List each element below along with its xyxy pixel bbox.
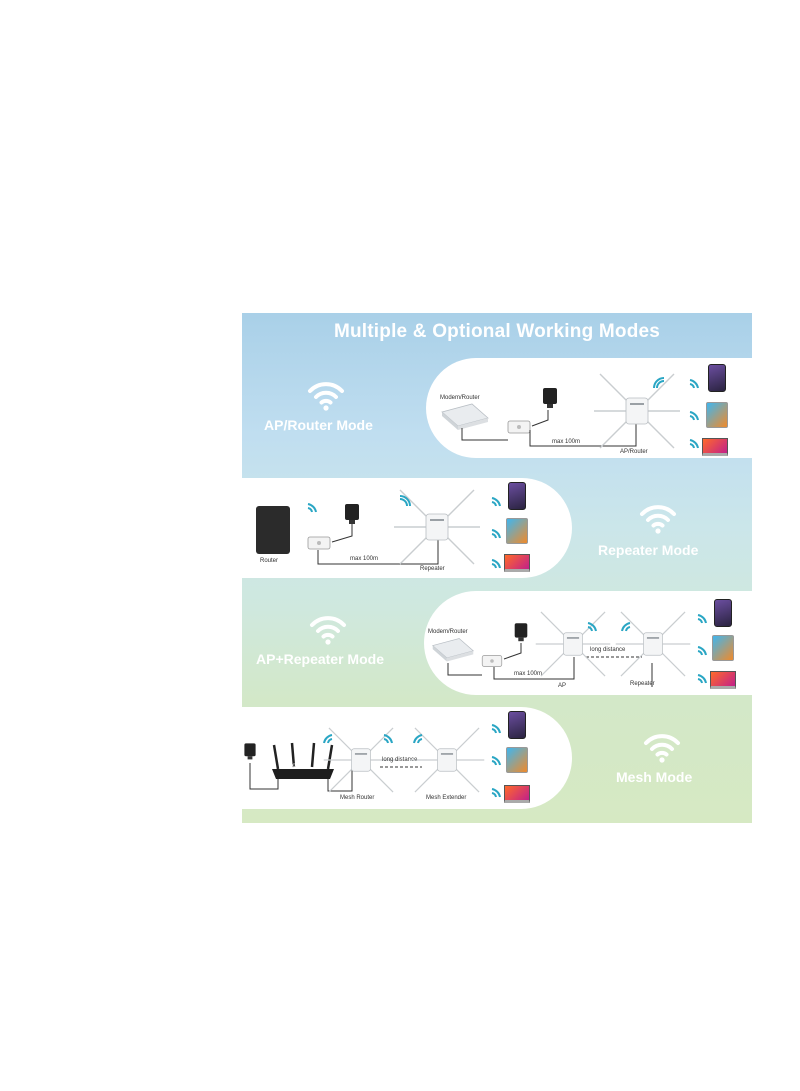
wifi-icon (308, 382, 344, 411)
long-distance-label: long distance (590, 647, 626, 653)
band-mesh: Router Mesh Router long distance (242, 707, 752, 811)
wifi-icon (640, 505, 676, 534)
mode-label-mesh: Mesh Mode (616, 769, 693, 785)
power-adapter-icon (244, 743, 256, 760)
panel-title: Multiple & Optional Working Modes (333, 321, 661, 342)
phone-icon (508, 711, 526, 739)
wifi-icon (644, 734, 680, 763)
mesh-extender-icon (409, 727, 485, 793)
signal-icon (653, 377, 665, 389)
laptop-icon (504, 785, 530, 803)
working-modes-panel: Multiple & Optional Working Modes AP/Rou… (242, 313, 752, 823)
distance-label: max 100m (350, 556, 379, 562)
laptop-icon (504, 554, 530, 572)
mesh-extender-label: Mesh Extender (426, 795, 467, 801)
router-label: Router (288, 763, 307, 769)
band-ap-router: AP/Router Mode Modem/Router (242, 353, 752, 473)
long-distance-label: long distance (382, 757, 418, 763)
repeater-label: Repeater (630, 681, 655, 687)
wifi-icon (310, 616, 346, 645)
band-ap-repeater: AP+Repeater Mode Modem/Router max 10 (242, 591, 752, 697)
ap-router-label: AP/Router (620, 449, 648, 455)
modem-label: Modem/Router (440, 395, 480, 401)
phone-icon (714, 599, 732, 627)
cable-lines (461, 410, 637, 447)
access-point-icon (594, 373, 680, 449)
tablet-icon (712, 635, 734, 661)
power-adapter-icon (514, 623, 528, 642)
repeater-label: Repeater (420, 566, 445, 572)
mode-label-ap-repeater: AP+Repeater Mode (256, 651, 384, 667)
signal-icon (697, 674, 707, 684)
phone-icon (708, 364, 726, 392)
signal-icon (491, 559, 501, 569)
laptop-icon (710, 671, 736, 689)
router-device-icon (272, 742, 334, 779)
poe-injector-icon (507, 420, 531, 434)
diagram-card-ap-repeater: Modem/Router max 100m (424, 591, 752, 695)
signal-icon (323, 734, 333, 744)
signal-icon (491, 529, 501, 539)
distance-label: max 100m (552, 439, 581, 445)
poe-injector-icon (307, 536, 331, 550)
diagram-card-repeater: Router max 100m Repe (242, 478, 572, 578)
signal-icon (689, 411, 699, 421)
mesh-router-icon (323, 727, 399, 793)
tablet-icon (706, 402, 728, 428)
signal-icon (399, 495, 411, 507)
power-adapter-icon (345, 504, 359, 524)
signal-icon (491, 724, 501, 734)
modem-icon (441, 403, 489, 430)
modem-icon (431, 638, 475, 662)
laptop-icon (702, 438, 728, 456)
diagram-card-ap-router: Modem/Router max 100m (426, 358, 752, 458)
signal-icon (689, 379, 699, 389)
cable-lines (249, 763, 422, 792)
distance-label: max 100m (514, 671, 543, 677)
signal-icon (491, 788, 501, 798)
tablet-icon (506, 747, 528, 773)
modem-label: Modem/Router (428, 629, 468, 635)
router-label: Router (260, 558, 279, 564)
signal-icon (413, 734, 423, 744)
ap-label: AP (558, 683, 567, 689)
diagram-card-mesh: Router Mesh Router long distance (242, 707, 572, 809)
signal-icon (697, 614, 707, 624)
power-adapter-icon (543, 388, 557, 408)
band-repeater: Router max 100m Repe (242, 478, 752, 582)
signal-icon (491, 756, 501, 766)
repeater-device-icon (394, 489, 480, 565)
mesh-router-label: Mesh Router (340, 795, 375, 801)
mode-label-repeater: Repeater Mode (598, 542, 699, 558)
tablet-icon (506, 518, 528, 544)
signal-icon (491, 497, 501, 507)
repeater-device-icon (615, 611, 691, 677)
cable-lines (447, 643, 653, 687)
signal-icon (307, 503, 317, 513)
signal-icon (697, 646, 707, 656)
signal-icon (689, 439, 699, 449)
router-device-icon (256, 506, 290, 554)
access-point-icon (535, 611, 611, 677)
signal-icon (621, 622, 631, 632)
signal-icon (587, 622, 597, 632)
poe-injector-icon (481, 655, 503, 667)
phone-icon (508, 482, 526, 510)
cable-lines (317, 524, 439, 565)
mode-label-ap-router: AP/Router Mode (264, 417, 373, 433)
signal-icon (383, 734, 393, 744)
